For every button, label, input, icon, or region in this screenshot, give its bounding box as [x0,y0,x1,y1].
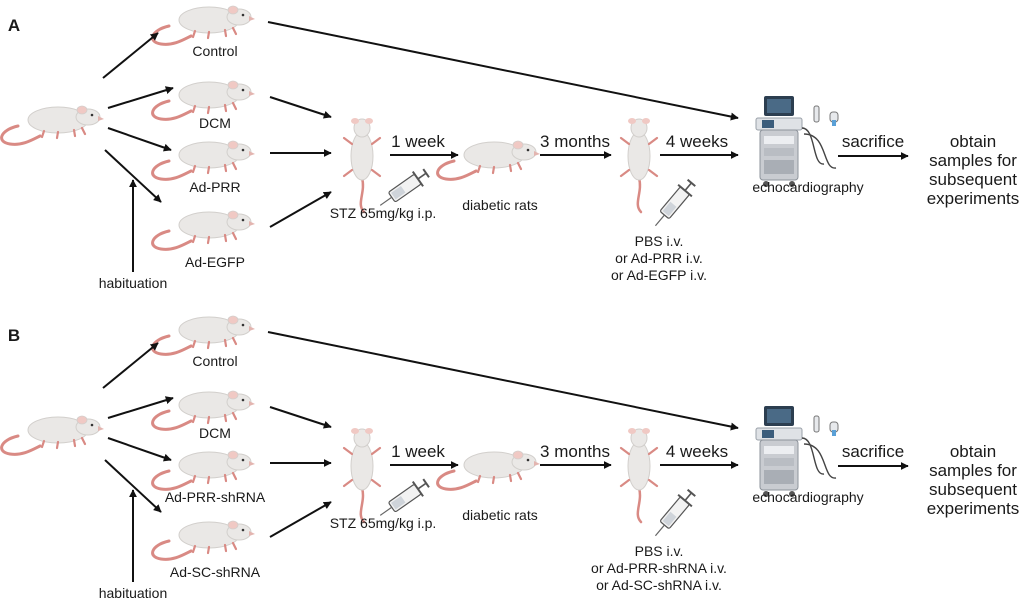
panel-letter: B [8,326,20,345]
habituation-label: habituation [99,275,168,291]
arrow-control-to-echo [267,21,739,121]
stz-label: STZ 65mg/kg i.p. [330,205,437,221]
group-rat-treatment-2 [151,519,257,561]
diabetic-rats-label: diabetic rats [462,507,537,523]
outcome-line-2: samples for [929,461,1017,480]
source-rat [0,414,106,456]
diabetic-rat [436,139,542,181]
interval-3-months: 3 months [540,132,610,151]
group-label-treatment-2: Ad-EGFP [185,254,245,270]
diabetic-rat [436,449,542,491]
group-label-treatment-1: Ad-PRR-shRNA [165,489,266,505]
outcome-line-1: obtain [950,132,996,151]
injection-line-3: or Ad-EGFP i.v. [611,267,707,283]
group-rat-control [151,4,257,46]
group-rat-dcm [151,389,257,431]
arrow-treatment-2-to-stz [269,501,332,538]
interval-1-week: 1 week [391,442,445,461]
injection-line-3: or Ad-SC-shRNA i.v. [596,577,722,593]
stz-rat [342,426,382,524]
outcome-line-4: experiments [927,499,1020,518]
sacrifice-label: sacrifice [842,442,904,461]
panel-letter: A [8,16,20,35]
diabetic-rats-label: diabetic rats [462,197,537,213]
treatment-syringe-icon [647,486,700,543]
outcome-line-4: experiments [927,189,1020,208]
interval-3-months: 3 months [540,442,610,461]
outcome-line-3: subsequent [929,480,1017,499]
interval-1-week: 1 week [391,132,445,151]
arrow-treatment-2-to-stz [269,191,332,228]
source-rat [0,104,106,146]
group-label-control: Control [192,43,237,59]
group-label-dcm: DCM [199,115,231,131]
echocardiography-machine-icon [755,95,839,188]
arrow-to-treatment-1 [107,437,172,462]
echocardiography-label: echocardiography [752,179,863,195]
stz-label: STZ 65mg/kg i.p. [330,515,437,531]
arrow-to-dcm [107,396,174,419]
arrow-to-control [102,342,159,389]
group-rat-treatment-2 [151,209,257,251]
treated-rat [619,426,659,524]
arrow-control-to-echo [267,331,739,431]
group-label-treatment-1: Ad-PRR [189,179,240,195]
injection-line-2: or Ad-PRR-shRNA i.v. [591,560,727,576]
arrow-to-dcm [107,86,174,109]
arrow-to-treatment-2 [104,459,162,513]
group-rat-control [151,314,257,356]
outcome-line-2: samples for [929,151,1017,170]
sacrifice-label: sacrifice [842,132,904,151]
group-label-dcm: DCM [199,425,231,441]
treated-rat [619,116,659,214]
echocardiography-machine-icon [755,405,839,498]
group-rat-treatment-1 [151,139,257,181]
echocardiography-label: echocardiography [752,489,863,505]
arrow-to-treatment-1 [107,127,172,152]
habituation-label: habituation [99,585,168,601]
stz-rat [342,116,382,214]
group-label-control: Control [192,353,237,369]
injection-line-1: PBS i.v. [635,543,684,559]
group-label-treatment-2: Ad-SC-shRNA [170,564,261,580]
injection-line-1: PBS i.v. [635,233,684,249]
group-rat-dcm [151,79,257,121]
treatment-syringe-icon [647,176,700,233]
interval-4-weeks: 4 weeks [666,442,728,461]
outcome-line-3: subsequent [929,170,1017,189]
arrow-dcm-to-stz [269,96,332,119]
injection-line-2: or Ad-PRR i.v. [615,250,703,266]
arrow-to-control [102,32,159,79]
interval-4-weeks: 4 weeks [666,132,728,151]
group-rat-treatment-1 [151,449,257,491]
outcome-line-1: obtain [950,442,996,461]
arrow-to-treatment-2 [104,149,162,203]
arrow-dcm-to-stz [269,406,332,429]
